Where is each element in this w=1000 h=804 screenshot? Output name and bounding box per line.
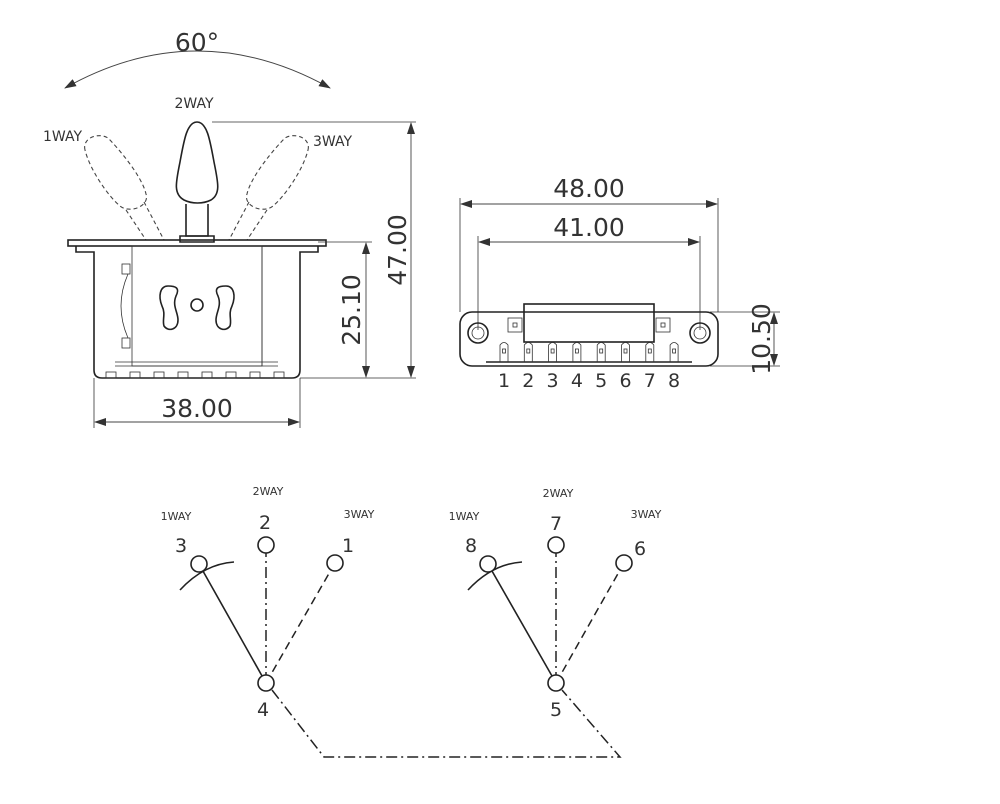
angle-arc [64,50,331,89]
wiring-right-2way-label: 2WAY [543,487,574,500]
terminal-7-label: 7 [550,513,562,535]
pin-slot-7 [647,348,652,354]
pin-8 [669,342,679,362]
angle-label: 60° [175,28,219,57]
pin-1 [499,342,509,362]
mounting-plate [67,239,327,247]
terminal-1 [326,554,344,572]
position-label-1way: 1WAY [43,129,82,145]
rivet-symbol [159,285,235,331]
switch-body [75,246,319,379]
terminal-5-label: 5 [550,699,562,721]
pin-label-3: 3 [547,370,559,392]
wiring-right-3way-label: 3WAY [631,508,662,521]
position-label-3way: 3WAY [313,134,352,150]
terminal-5 [547,674,565,692]
lever-1way-ghost [84,135,165,241]
switch-housing [131,245,263,367]
pin-slot-6 [623,348,628,354]
pin-label-7: 7 [644,370,656,392]
position-label-2way: 2WAY [174,96,213,112]
wiring-right-1way-label: 1WAY [449,510,480,523]
terminal-1-label: 1 [342,535,354,557]
pin-6 [621,342,630,362]
dim-width: 38.00 [161,394,233,423]
bottom-terminals [105,371,285,379]
wiring-left-arc [179,561,235,591]
terminal-3-label: 3 [175,535,187,557]
mount-hole-left [467,322,489,344]
pin-slot-8 [672,348,676,354]
terminal-2-label: 2 [259,512,271,534]
pin-slot-1 [502,348,506,354]
pin-3 [548,342,557,362]
lever-2way [175,121,219,243]
pin-2 [523,342,533,362]
terminal-8-label: 8 [465,535,477,557]
terminal-7 [547,536,565,554]
pin-5 [596,342,606,362]
wiring-left-1way-label: 1WAY [161,510,192,523]
lever-3way-ghost [228,135,309,241]
pin-label-2: 2 [522,370,534,392]
dim-overall-length: 48.00 [553,174,625,203]
dim-depth: 10.50 [747,303,776,375]
contact-block [523,303,655,343]
front-view: 60° 2WAY 1WAY 3WAY [43,28,416,428]
terminal-6-label: 6 [634,538,646,560]
wiring-left: 2WAY 1WAY 3WAY 3 2 1 4 [161,485,375,721]
terminal-4 [257,674,275,692]
wiring-left-3way-label: 3WAY [344,508,375,521]
common-link-wire [271,689,622,758]
wiring-right: 2WAY 1WAY 3WAY 8 7 6 5 [449,487,662,721]
pin-slot-2 [526,348,531,354]
dim-body-height: 25.10 [337,274,366,346]
dim-total-height: 47.00 [383,214,412,286]
mount-hole-right [689,322,711,344]
wiring-left-2way-label: 2WAY [253,485,284,498]
terminal-2 [257,536,275,554]
pin-slot-5 [599,348,604,354]
pin-7 [645,342,655,362]
terminal-3 [190,555,208,573]
terminal-6 [615,554,633,572]
dim-hole-spacing: 41.00 [553,213,625,242]
pin-4 [572,342,582,362]
pin-slot-4 [575,348,579,354]
terminal-4-label: 4 [257,699,269,721]
pin-label-4: 4 [571,370,583,392]
pin-label-5: 5 [595,370,607,392]
pin-label-6: 6 [619,370,631,392]
top-plate [459,311,719,367]
pin-slot-3 [550,348,555,354]
spring-clip [120,263,131,349]
pin-label-8: 8 [668,370,680,392]
pin-label-1: 1 [498,370,510,392]
terminal-8 [479,555,497,573]
